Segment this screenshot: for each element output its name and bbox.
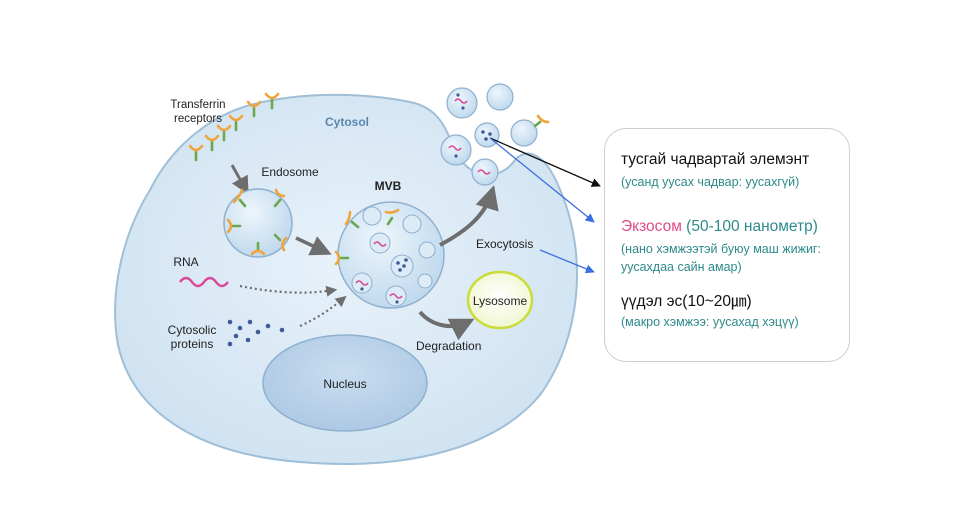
exosome-title: Экзосом (50-100 нанометр): [621, 218, 818, 236]
mvb-cargo: [355, 241, 408, 304]
arrow-to-stem-cell: [539, 249, 595, 274]
mvb-label: MVB: [375, 179, 402, 193]
exosomes: [440, 83, 538, 186]
arrow-degradation: [418, 310, 475, 341]
arrow-to-exosome: [489, 137, 595, 223]
exosome-note-2: уусахдаа сайн амар): [621, 260, 742, 274]
rna-label: RNA: [173, 255, 198, 269]
special-element-title: тусгай чадвартай элемэнт: [621, 151, 810, 168]
exosome-word: Экзосом: [621, 218, 682, 235]
rna-strand: [179, 276, 229, 288]
arrow-endosome-to-mvb: [295, 236, 332, 256]
special-element-note: (усанд уусах чадвар: уусахгүй): [621, 175, 800, 189]
exosome-receptors: [533, 114, 550, 128]
stem-cell-note: (макро хэмжээ: уусахад хэцүү): [621, 315, 799, 329]
transferrin-label: Transferrin: [170, 99, 225, 111]
lysosome: [466, 270, 534, 330]
arrow-rna-to-mvb: [239, 284, 338, 297]
exosome-note-1: (нано хэмжээтэй буюу маш жижиг:: [621, 242, 821, 256]
exocytosis-label: Exocytosis: [476, 237, 533, 251]
protein-dots: [227, 319, 285, 347]
cytosolic-label: Cytosolic: [168, 323, 217, 337]
endosome-label: Endosome: [261, 165, 319, 179]
receptors-label: receptors: [174, 113, 222, 125]
info-panel: тусгай чадвартай элемэнт (усанд уусах ча…: [604, 128, 850, 362]
membrane-receptors: [188, 92, 280, 162]
cytosol-label: Cytosol: [325, 115, 369, 129]
nucleus: [262, 334, 428, 432]
endosome-receptors: [226, 188, 288, 256]
stem-cell-title: үүдэл эс(10~20㎛): [621, 293, 752, 310]
exosome-cargo: [448, 93, 492, 175]
arrow-exocytosis: [439, 185, 499, 247]
nucleus-label: Nucleus: [323, 377, 366, 391]
arrow-to-special-element: [489, 137, 601, 187]
proteins-label: proteins: [171, 337, 214, 351]
exosome-size: (50-100 нанометр): [681, 218, 818, 235]
mvb-receptors: [334, 208, 400, 266]
lysosome-label: Lysosome: [473, 294, 528, 308]
arrow-receptors-to-endosome: [230, 164, 249, 195]
degradation-label: Degradation: [416, 339, 481, 353]
mvb-intraluminal-vesicles: [351, 206, 436, 307]
